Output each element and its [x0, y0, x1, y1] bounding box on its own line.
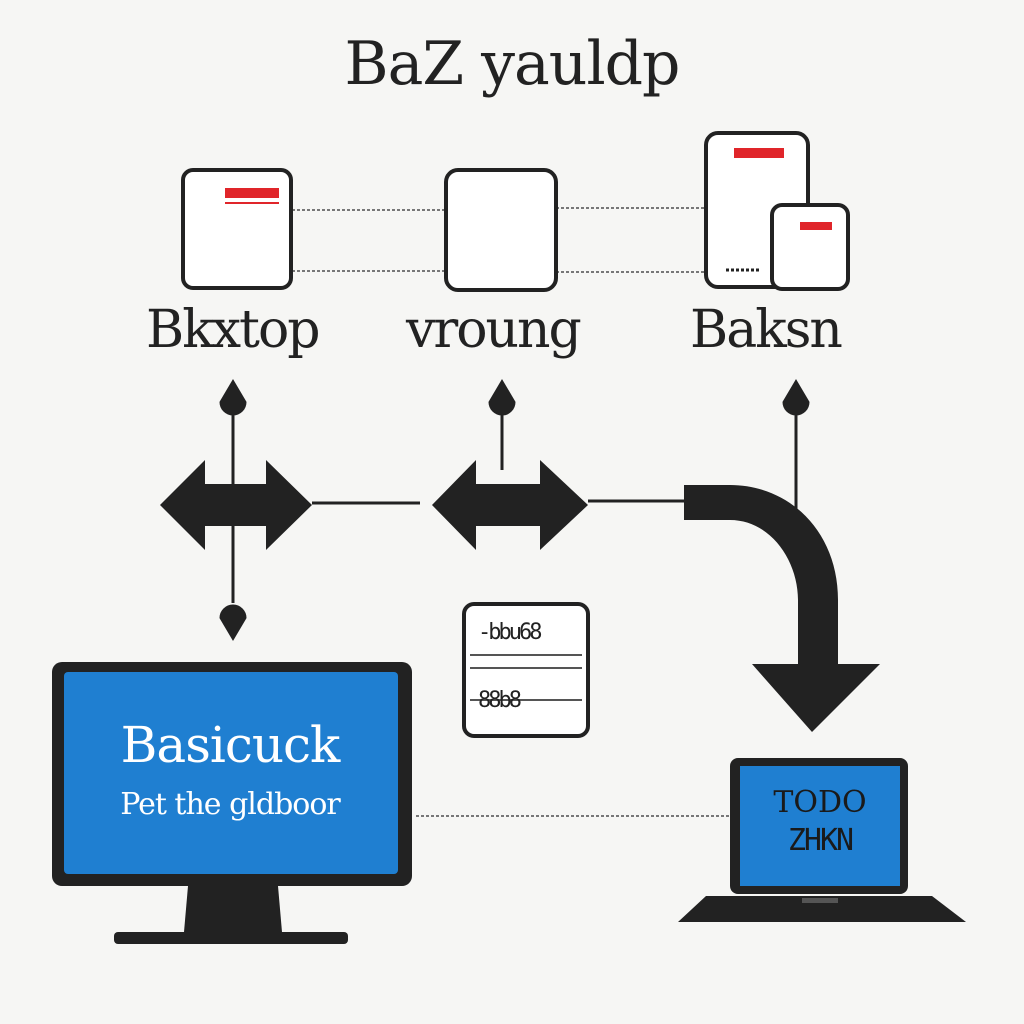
diagram-title: BaZ yauldp	[344, 29, 681, 99]
laptop-title: TODO	[773, 785, 867, 820]
monitor-subtitle: Pet the gldboor	[120, 787, 341, 822]
desktop-monitor	[52, 662, 412, 944]
device-label-2: vroung	[406, 300, 582, 360]
double-arrow-icon	[432, 460, 588, 550]
teardrop-icon	[488, 379, 516, 416]
teardrop-icon	[219, 604, 247, 641]
vertical-connectors	[219, 379, 810, 641]
curved-arrow-icon	[684, 485, 880, 732]
data-card-line-2: 88b8	[478, 688, 522, 713]
data-card	[462, 602, 590, 738]
monitor-title: Basicuck	[120, 716, 341, 774]
status-bar	[800, 222, 832, 230]
double-arrow-icon	[160, 460, 312, 550]
device-box-2	[444, 168, 558, 292]
device-box-1	[181, 168, 293, 290]
laptop-screen	[740, 766, 900, 886]
top-connectors	[292, 207, 706, 273]
device-label-1: Bkxtop	[146, 300, 321, 360]
flow-arrows	[160, 460, 880, 732]
laptop-base	[678, 896, 966, 922]
laptop-subtitle: ZHKN	[787, 823, 854, 858]
device-box-3-front	[770, 203, 850, 291]
status-bar	[734, 148, 784, 158]
device-label-3: Baksn	[690, 300, 843, 360]
teardrop-icon	[219, 379, 247, 416]
data-card-line-1: -bbu68	[478, 620, 543, 645]
laptop	[678, 758, 966, 922]
status-bar	[225, 188, 279, 198]
monitor-base	[114, 932, 348, 944]
device-box-3	[704, 131, 850, 291]
teardrop-icon	[782, 379, 810, 416]
monitor-screen	[64, 672, 398, 874]
monitor-stand	[184, 886, 282, 932]
